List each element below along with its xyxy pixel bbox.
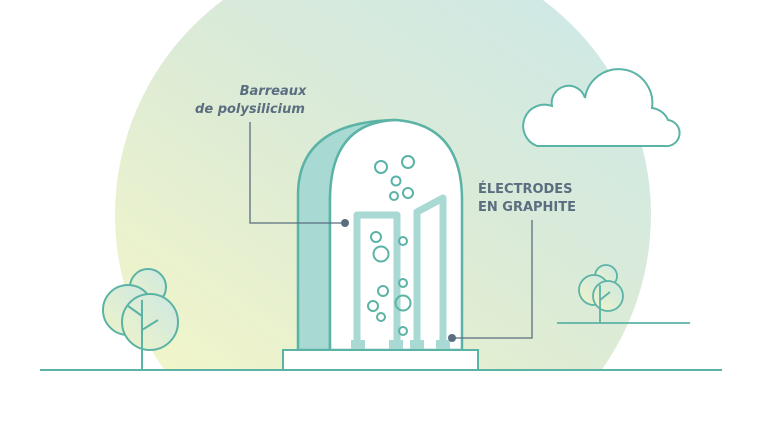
label-rods-line2: de polysilicium bbox=[195, 102, 305, 117]
label-electrodes-line1: ÉLECTRODES bbox=[478, 181, 573, 197]
electrode-feet bbox=[351, 340, 450, 350]
gas-bubbles bbox=[367, 155, 415, 336]
polysilicon-rods bbox=[353, 194, 447, 345]
label-electrodes-line2: EN GRAPHITE bbox=[478, 200, 576, 215]
callout-electrodes bbox=[448, 220, 533, 342]
callout-rods bbox=[249, 122, 349, 227]
reactor-base bbox=[282, 349, 479, 371]
tree-left bbox=[102, 268, 179, 370]
tree-right bbox=[557, 264, 690, 324]
label-rods-line1: Barreaux bbox=[240, 84, 307, 99]
cloud-icon bbox=[522, 68, 681, 148]
